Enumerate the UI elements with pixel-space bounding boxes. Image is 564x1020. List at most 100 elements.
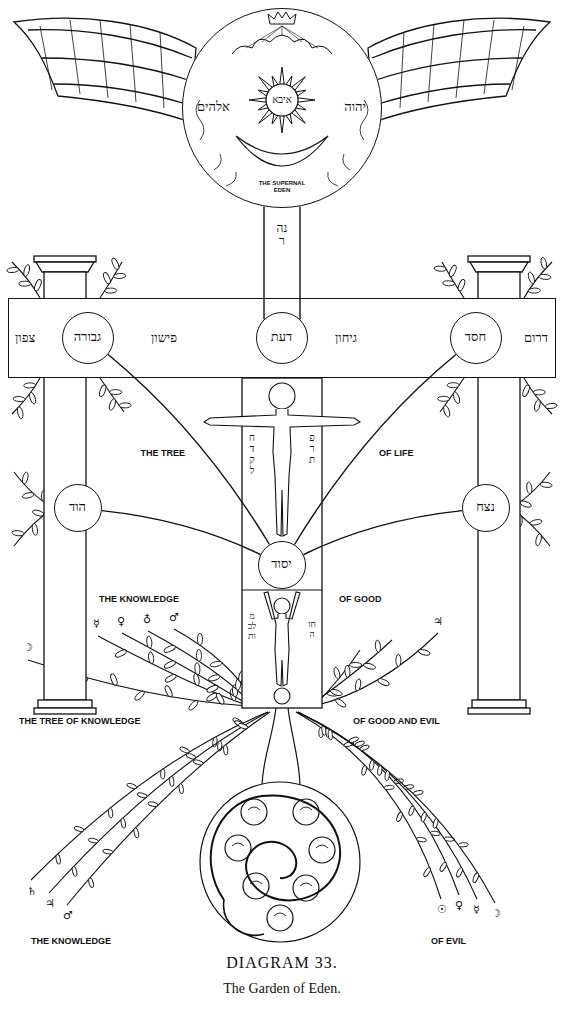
leaf xyxy=(108,808,113,818)
engraving-line xyxy=(262,708,276,788)
sephirah-circle: הוד xyxy=(54,484,102,532)
leaf xyxy=(526,482,532,495)
engraving-line xyxy=(372,30,536,58)
leaf xyxy=(148,651,155,664)
engraving-line xyxy=(204,409,360,536)
branch-connector xyxy=(304,511,463,555)
right-wing xyxy=(368,18,550,122)
leaf xyxy=(443,280,455,286)
leaf xyxy=(539,274,551,280)
leaf xyxy=(133,828,139,839)
engraving-line xyxy=(274,598,290,614)
planet-symbol: ♀ xyxy=(454,900,464,913)
sephirah-name: חסד xyxy=(465,330,486,345)
leaf xyxy=(206,684,219,694)
leaf xyxy=(102,272,111,285)
planet-symbol: ♃ xyxy=(432,616,444,629)
leaf xyxy=(527,271,536,284)
eden-text: אלהים xyxy=(197,100,230,115)
leaf xyxy=(169,776,174,786)
crossbar-band: צפוןפישוןגיחוןדרוםגבורהדעתחסד xyxy=(8,298,556,378)
leaf xyxy=(533,390,545,395)
leaf xyxy=(196,649,201,661)
leaf xyxy=(223,745,228,755)
sun-disc xyxy=(266,84,298,116)
leaf xyxy=(111,257,121,270)
branch-line xyxy=(524,262,552,298)
left-wing xyxy=(14,18,196,122)
leaf xyxy=(210,660,223,667)
engraving-line xyxy=(378,84,510,104)
sephirah-name: הוד xyxy=(69,500,86,515)
branch-line xyxy=(12,378,40,414)
sephirah-name: יסוד xyxy=(271,557,291,572)
leaf xyxy=(448,264,457,277)
diagram-title: DIAGRAM 33. xyxy=(0,954,564,972)
band-text: פישון xyxy=(151,331,177,346)
leaf xyxy=(102,849,112,854)
sun-ray xyxy=(298,98,315,102)
leaf xyxy=(330,688,343,697)
leaf xyxy=(333,667,341,680)
leaf xyxy=(12,530,24,536)
branch-line xyxy=(98,636,250,706)
leaf xyxy=(22,472,30,485)
leaf xyxy=(377,765,382,775)
diagram-caption: The Garden of Eden. xyxy=(0,981,564,997)
branch-connector xyxy=(102,511,261,555)
leaf xyxy=(7,267,20,273)
tree-label: OF GOOD xyxy=(338,594,383,604)
engraving-line xyxy=(34,708,96,714)
leaf xyxy=(540,482,553,488)
leaf xyxy=(114,648,127,658)
tree-label: THE KNOWLEDGE xyxy=(30,936,112,946)
roots xyxy=(262,708,300,788)
branch-line xyxy=(312,640,392,704)
leaf xyxy=(545,403,558,409)
engraving-line xyxy=(309,837,335,863)
sephirah-circle: חסד xyxy=(450,312,502,364)
sephirah-name: נצח xyxy=(476,500,495,515)
leaf xyxy=(13,396,25,402)
sephirah-circle: נצח xyxy=(462,484,510,532)
engraving-line xyxy=(40,20,164,108)
leaf xyxy=(163,660,176,670)
branch-line xyxy=(314,633,438,706)
leaf xyxy=(208,674,221,682)
engraving-line xyxy=(470,262,528,272)
leaf xyxy=(452,391,461,404)
leaf xyxy=(377,677,390,687)
leaf xyxy=(350,662,362,667)
leaf xyxy=(359,744,370,751)
leaf xyxy=(108,398,117,411)
engraving-line xyxy=(267,905,293,931)
leaf xyxy=(519,500,532,509)
engraving-line xyxy=(200,782,360,942)
hebrew-name: נהר xyxy=(276,222,288,248)
engraving-line xyxy=(288,708,300,788)
leaf xyxy=(423,867,432,878)
eden-text: THE SUPERNAL EDEN xyxy=(253,180,311,194)
leaf xyxy=(355,679,362,692)
planet-symbol: ☿ xyxy=(472,904,481,917)
leaf xyxy=(540,257,548,270)
planet-symbol: ☿ xyxy=(92,618,101,631)
tree-label: THE TREE xyxy=(139,448,186,458)
leaf xyxy=(328,730,333,740)
leaf xyxy=(385,771,390,781)
leaf xyxy=(396,811,404,822)
engraving-line xyxy=(241,799,267,825)
leaf xyxy=(114,273,126,279)
leaf xyxy=(528,288,540,293)
leaf xyxy=(375,640,381,652)
engraving-line xyxy=(468,256,530,262)
leaf xyxy=(119,403,131,408)
leaf xyxy=(439,862,448,873)
crossbar-ground xyxy=(8,298,556,378)
leaf xyxy=(164,673,177,683)
engraving-line xyxy=(472,700,526,708)
engraving-line xyxy=(34,256,96,262)
branch-connector xyxy=(264,206,300,319)
tree-label: THE TREE OF KNOWLEDGE xyxy=(18,716,142,726)
